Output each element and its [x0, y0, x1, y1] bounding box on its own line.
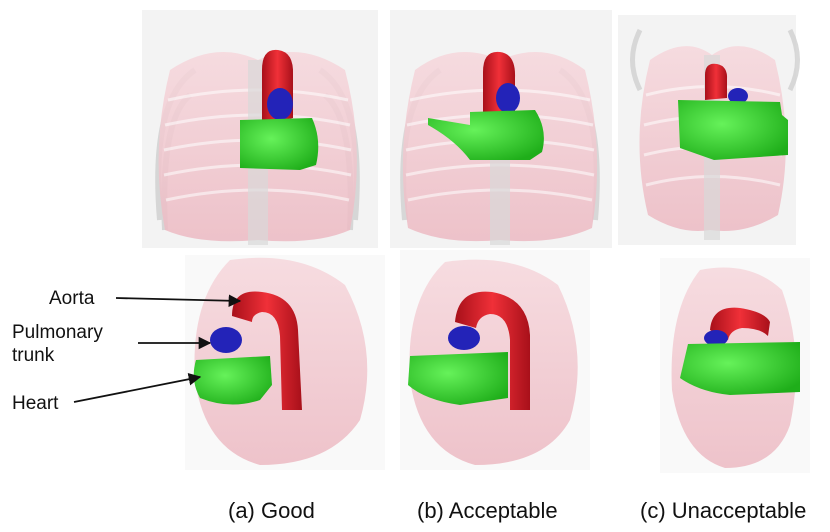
arrow-heart: [74, 377, 200, 402]
label-pulmonary: Pulmonary: [12, 322, 103, 343]
caption-b: (b) Acceptable: [417, 498, 558, 523]
heart: [194, 356, 272, 405]
panel-a-frontal-render: [142, 10, 378, 248]
caption-a: (a) Good: [228, 498, 315, 523]
heart: [678, 100, 788, 160]
heart: [680, 342, 800, 395]
panel-c-sagittal-render: [660, 258, 810, 473]
pulmonary-trunk: [448, 326, 480, 350]
panel-b-sagittal-render: [400, 250, 590, 470]
pulmonary-trunk: [210, 327, 242, 353]
panel-c-frontal-render: [618, 15, 798, 245]
pulmonary-trunk: [496, 83, 520, 113]
aorta: [705, 64, 727, 100]
heart: [240, 118, 318, 170]
pulmonary-trunk: [267, 88, 293, 120]
label-aorta: Aorta: [49, 288, 95, 309]
panel-b-frontal-render: [390, 10, 612, 248]
label-trunk: trunk: [12, 345, 55, 366]
caption-c: (c) Unacceptable: [640, 498, 806, 523]
panel-a-sagittal-render: [185, 255, 385, 470]
label-heart: Heart: [12, 393, 59, 414]
annotation-heart: Heart: [12, 377, 200, 414]
annotation-pulmonary-trunk: Pulmonary trunk: [12, 322, 210, 366]
